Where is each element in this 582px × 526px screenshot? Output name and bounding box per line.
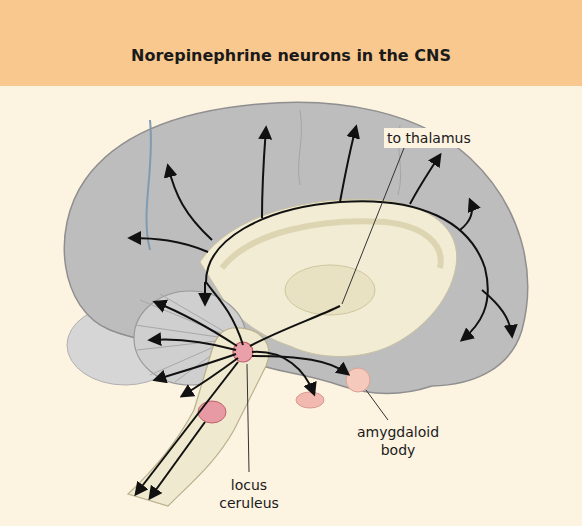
diagram-title: Norepinephrine neurons in the CNS — [0, 46, 582, 65]
structure-label: to thalamus — [384, 128, 474, 148]
hypothalamus-shade — [296, 392, 324, 408]
leader-lines — [247, 148, 404, 472]
corpus-callosum — [222, 221, 441, 268]
cerebrum — [64, 102, 527, 393]
structure-label: locus ceruleus — [210, 476, 288, 512]
norepinephrine-pathways — [130, 127, 512, 498]
sulcus — [146, 120, 151, 250]
structure-label: amygdaloid body — [350, 423, 446, 459]
amygdala — [346, 368, 370, 392]
sulcus — [299, 110, 302, 185]
lateral-tegmental-nucleus — [198, 401, 226, 423]
thalamus — [285, 265, 375, 315]
title-band — [0, 0, 582, 86]
